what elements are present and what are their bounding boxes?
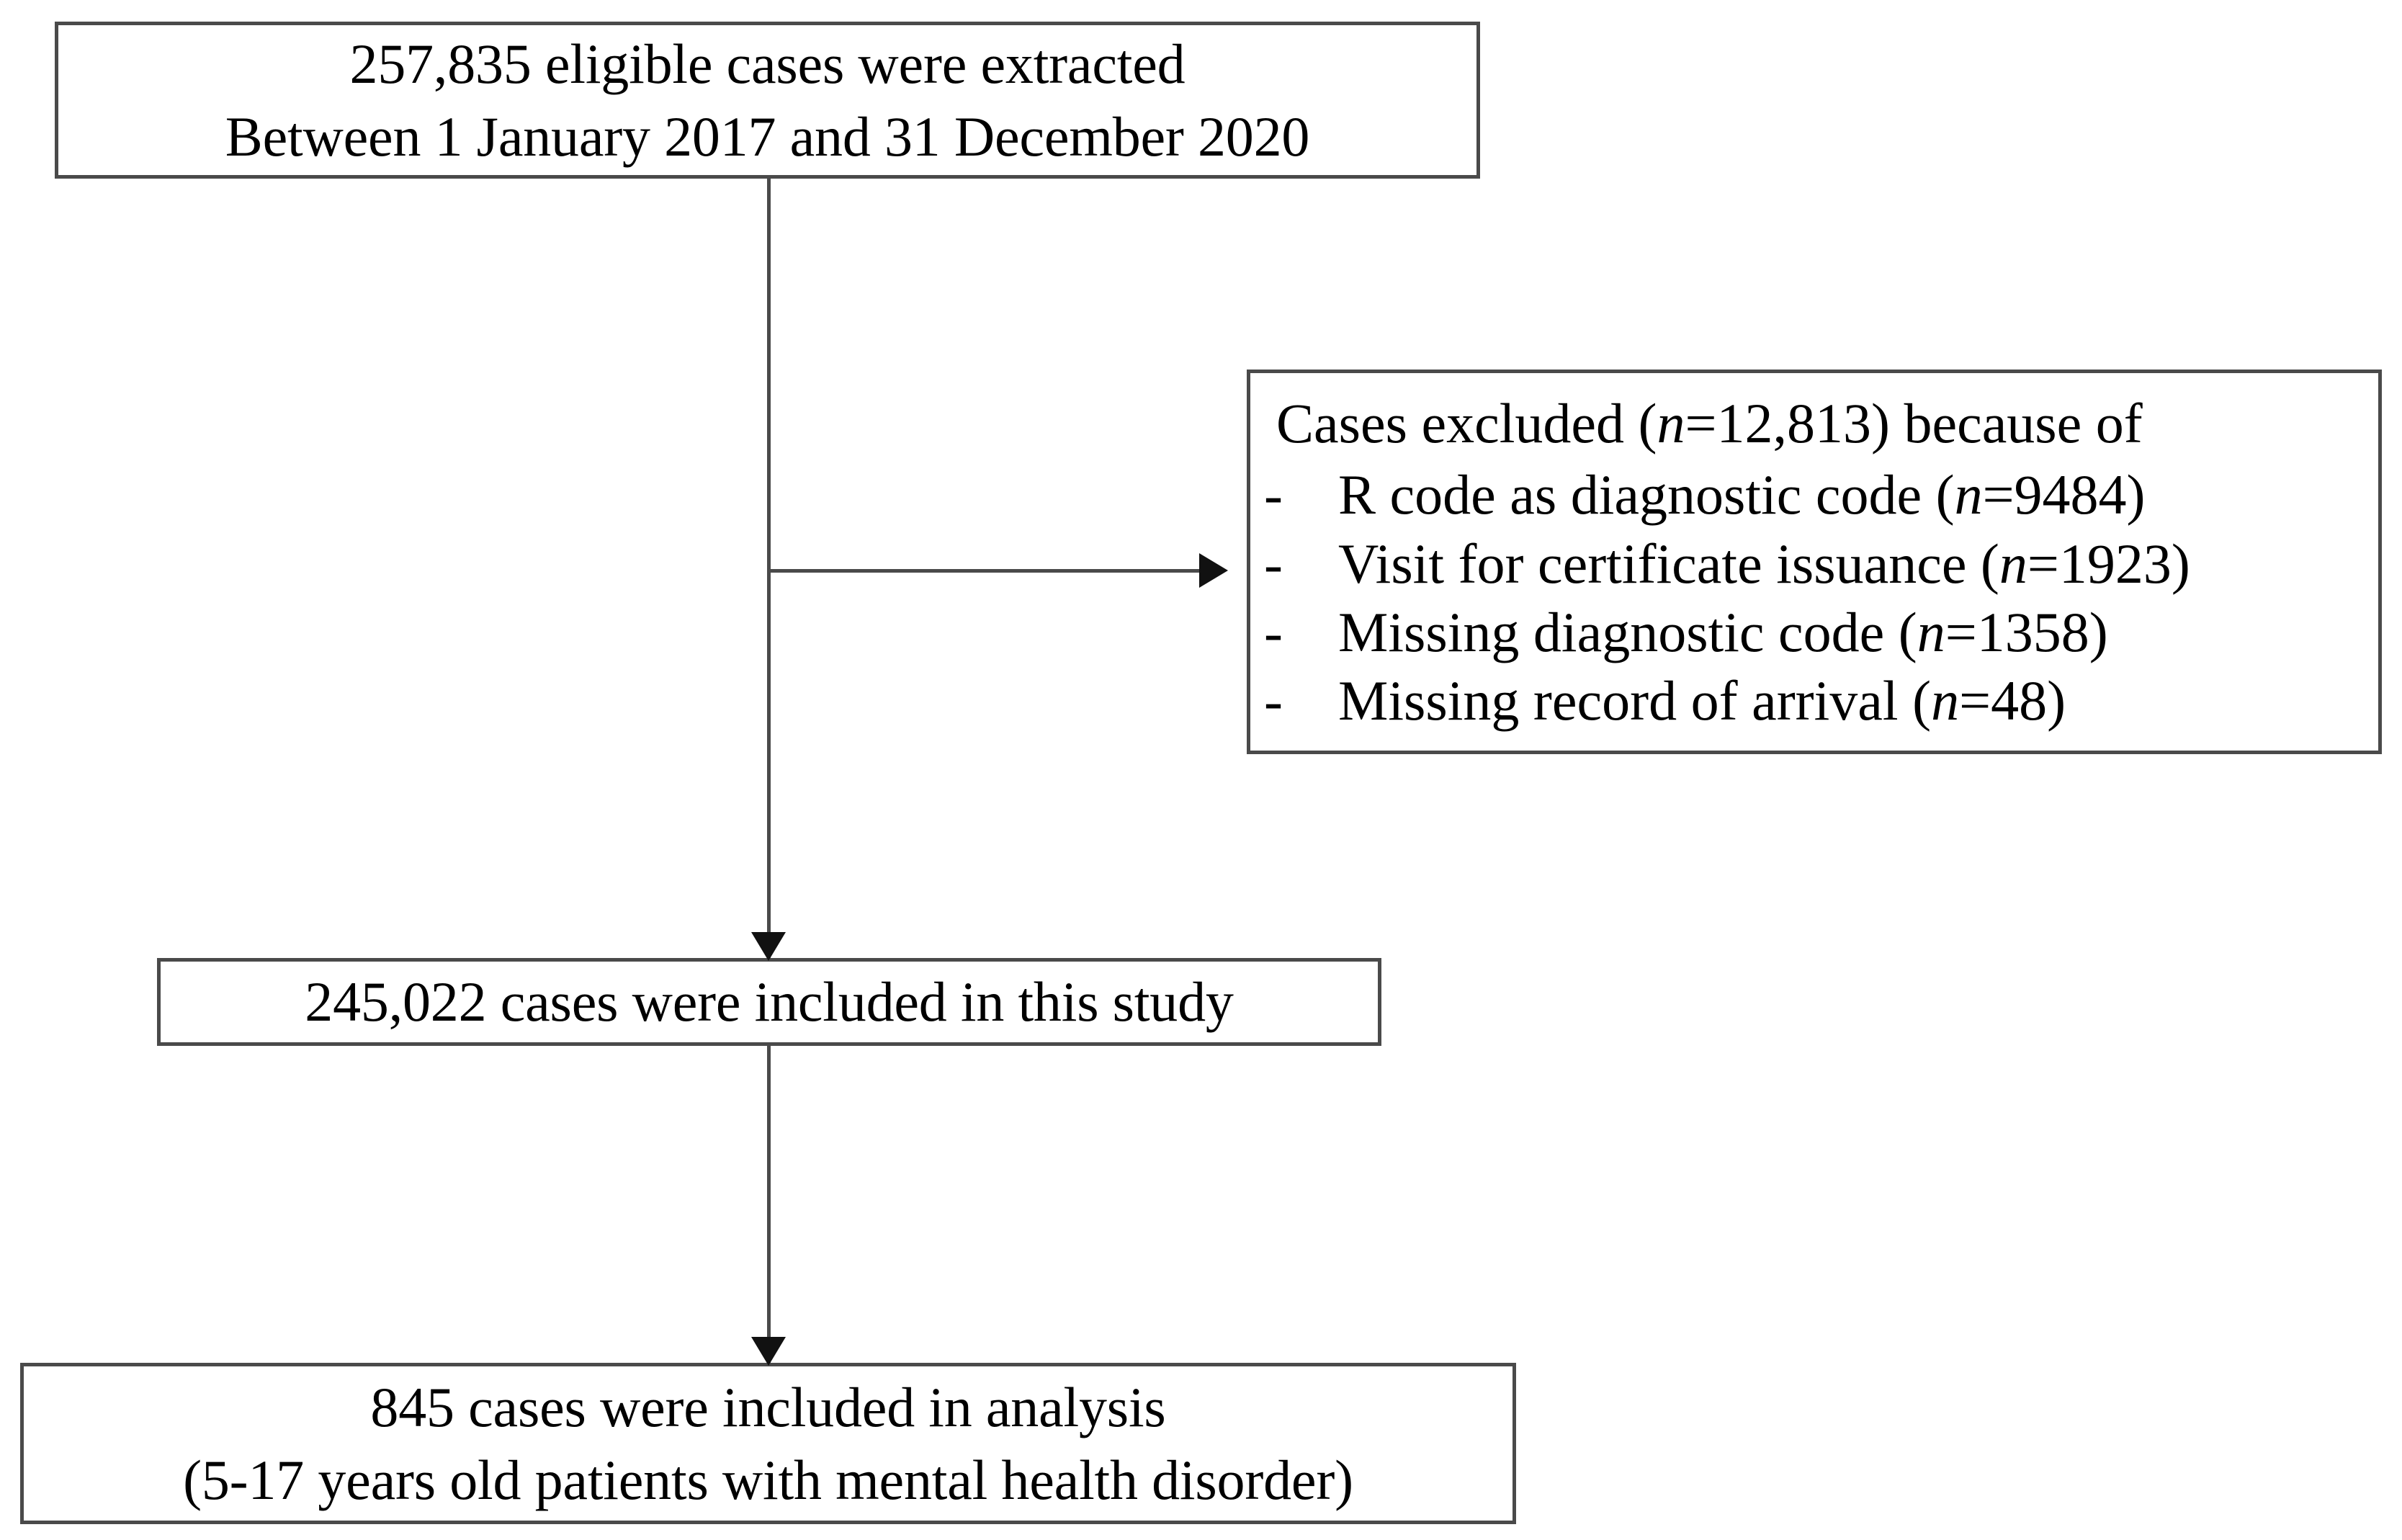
excluded-heading: Cases excluded (n=12,813) because of: [1276, 392, 2378, 455]
excluded-heading-n-symbol: n: [1657, 392, 1685, 455]
list-item-text: Missing record of arrival (n=48): [1338, 666, 2066, 735]
list-item-label: Missing diagnostic code (: [1338, 600, 1917, 663]
node-cases-included-in-study: 245,022 cases were included in this stud…: [157, 958, 1381, 1046]
bullet-dash-icon: -: [1264, 532, 1283, 595]
list-item: - Missing record of arrival (n=48): [1250, 666, 2378, 735]
node-cases-excluded: Cases excluded (n=12,813) because of - R…: [1247, 370, 2382, 754]
list-item-n-symbol: n: [1954, 463, 1983, 527]
list-item: - Visit for certificate issuance (n=1923…: [1250, 529, 2378, 598]
arrowhead-right-icon: [1199, 553, 1228, 588]
list-item-text: Visit for certificate issuance (n=1923): [1338, 529, 2190, 598]
node-text-line: (5-17 years old patients with mental hea…: [183, 1449, 1353, 1511]
bullet-dash-icon: -: [1264, 463, 1283, 527]
list-item: - R code as diagnostic code (n=9484): [1250, 460, 2378, 529]
arrowhead-down-icon: [751, 1337, 786, 1366]
list-item-label: R code as diagnostic code (: [1338, 463, 1955, 527]
node-text-line: 257,835 eligible cases were extracted: [349, 32, 1186, 95]
excluded-reason-list: - R code as diagnostic code (n=9484) - V…: [1250, 460, 2378, 735]
list-item-value: =1923): [2027, 532, 2190, 595]
node-eligible-cases-extracted: 257,835 eligible cases were extracted Be…: [55, 22, 1480, 179]
list-item-text: Missing diagnostic code (n=1358): [1338, 598, 2108, 666]
list-item-n-symbol: n: [1999, 532, 2027, 595]
list-item: - Missing diagnostic code (n=1358): [1250, 598, 2378, 666]
list-item-value: =9484): [1982, 463, 2146, 527]
connector-included-to-analysis: [767, 1044, 771, 1366]
list-item-n-symbol: n: [1917, 600, 1945, 663]
connector-branch-to-excluded: [767, 569, 1199, 573]
excluded-heading-value: =12,813) because of: [1685, 392, 2143, 455]
bullet-dash-icon: -: [1264, 600, 1283, 663]
bullet-dash-icon: -: [1264, 668, 1283, 732]
list-item-n-symbol: n: [1931, 668, 1960, 732]
list-item-value: =1358): [1945, 600, 2108, 663]
list-item-label: Missing record of arrival (: [1338, 668, 1932, 732]
node-text-line: Between 1 January 2017 and 31 December 2…: [225, 105, 1310, 168]
list-item-label: Visit for certificate issuance (: [1338, 532, 1999, 595]
list-item-value: =48): [1959, 668, 2066, 732]
node-text-line: 245,022 cases were included in this stud…: [305, 970, 1234, 1034]
node-text-line: 845 cases were included in analysis: [370, 1375, 1166, 1438]
excluded-heading-prefix: Cases excluded (: [1276, 392, 1657, 455]
arrowhead-down-icon: [751, 932, 786, 961]
node-cases-included-in-analysis: 845 cases were included in analysis (5-1…: [20, 1363, 1516, 1524]
list-item-text: R code as diagnostic code (n=9484): [1338, 460, 2146, 529]
